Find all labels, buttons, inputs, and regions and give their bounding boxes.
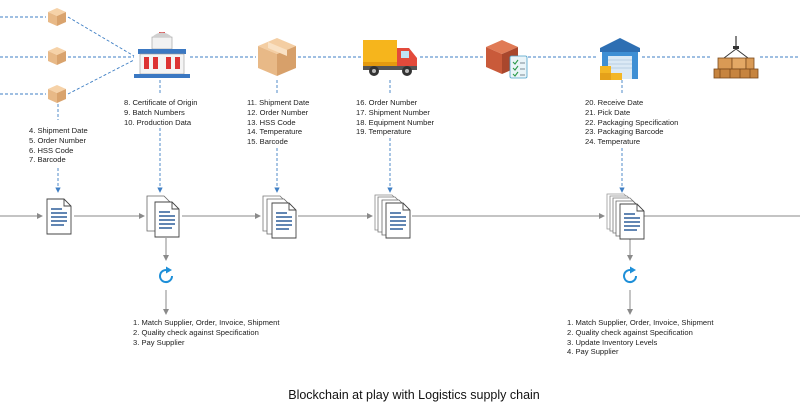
document-stack-icon (606, 193, 645, 240)
warehouse-icon (600, 38, 640, 80)
box-icon (48, 47, 66, 65)
cardboard-box-icon (258, 38, 296, 76)
data-item: 10. Production Data (124, 117, 192, 127)
data-item: 16. Order Number (356, 98, 418, 107)
dashed-links (0, 16, 800, 193)
data-item: 4. Shipment Date (29, 126, 88, 135)
refresh-cycle-icon (159, 266, 174, 284)
data-item: 7. Barcode (29, 155, 66, 165)
action-item: 3. Pay Supplier (133, 337, 185, 347)
stage-3-data-list: 11. Shipment Date 12. Order Number 13. H… (247, 98, 309, 147)
box-icon (48, 8, 66, 26)
action-item: 1. Match Supplier, Order, Invoice, Shipm… (133, 318, 280, 327)
crane-cargo-icon (713, 36, 759, 79)
stage-1-data-list: 4. Shipment Date 5. Order Number 6. HSS … (29, 126, 88, 165)
stage-4-data-list: 16. Order Number 17. Shipment Number 18.… (356, 98, 434, 137)
stage-5-data-list: 20. Receive Date 21. Pick Date 22. Packa… (585, 98, 678, 147)
data-item: 24. Temperature (585, 137, 641, 147)
data-item: 23. Packaging Barcode (585, 127, 664, 137)
diagram-caption: Blockchain at play with Logistics supply… (288, 388, 540, 402)
data-item: 13. HSS Code (247, 117, 296, 127)
action-item: 1. Match Supplier, Order, Invoice, Shipm… (567, 318, 714, 327)
box-checklist-icon (486, 40, 528, 79)
box-icon (48, 85, 66, 103)
factory-icon (134, 32, 190, 78)
data-item: 15. Barcode (247, 137, 288, 147)
action-item: 2. Quality check against Specification (133, 327, 259, 337)
data-item: 5. Order Number (29, 135, 86, 145)
data-item: 12. Order Number (247, 107, 309, 117)
data-item: 9. Batch Numbers (124, 107, 185, 117)
delivery-truck-icon (363, 40, 417, 76)
data-item: 21. Pick Date (585, 107, 631, 117)
action-list-1: 1. Match Supplier, Order, Invoice, Shipm… (133, 318, 279, 347)
data-item: 20. Receive Date (585, 98, 644, 107)
data-item: 17. Shipment Number (356, 107, 430, 117)
action-item: 2. Quality check against Specification (567, 327, 693, 337)
solid-links (0, 213, 800, 315)
data-item: 22. Packaging Specification (585, 117, 679, 127)
action-item: 3. Update Inventory Levels (567, 337, 658, 347)
document-stack-icon (374, 194, 411, 239)
action-list-2: 1. Match Supplier, Order, Invoice, Shipm… (567, 318, 713, 357)
data-item: 18. Equipment Number (356, 117, 435, 127)
document-stack-icon (262, 195, 297, 239)
data-item: 8. Certificate of Origin (124, 98, 198, 107)
action-item: 4. Pay Supplier (567, 347, 619, 357)
document-icon (46, 198, 72, 235)
data-item: 11. Shipment Date (247, 98, 310, 107)
refresh-cycle-icon (623, 266, 638, 284)
stage-2-data-list: 8. Certificate of Origin 9. Batch Number… (124, 98, 197, 127)
data-item: 6. HSS Code (29, 145, 74, 155)
data-item: 14. Temperature (247, 127, 303, 137)
document-stack-icon (146, 195, 180, 238)
data-item: 19. Temperature (356, 127, 412, 137)
